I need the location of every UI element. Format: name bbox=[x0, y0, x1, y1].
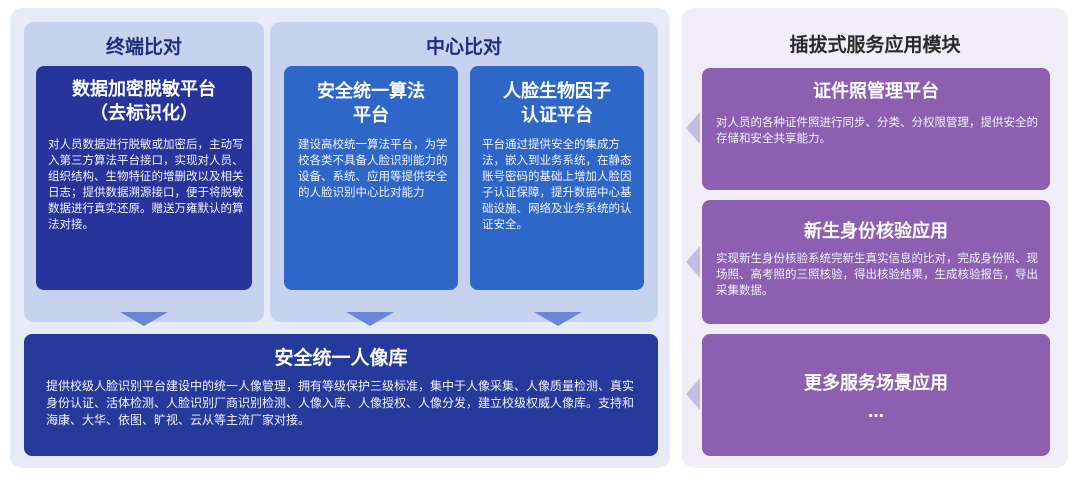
card-subtitle: 认证平台 bbox=[521, 105, 593, 126]
arrow-down-icon bbox=[346, 312, 394, 326]
more-scenarios-card: 更多服务场景应用 … bbox=[702, 334, 1050, 456]
card-subtitle: （去标识化） bbox=[90, 103, 198, 124]
face-factor-auth-card: 人脸生物因子 认证平台 平台通过提供安全的集成方法，嵌入到业务系统，在静态账号密… bbox=[470, 66, 644, 290]
plugin-module-title: 插拔式服务应用模块 bbox=[789, 34, 961, 56]
terminal-group-title: 终端比对 bbox=[105, 36, 182, 58]
id-photo-management-card: 证件照管理平台 对人员的各种证件照进行同步、分类、分权限管理，提供安全的存储和安… bbox=[702, 68, 1050, 190]
center-group-title: 中心比对 bbox=[425, 36, 502, 58]
card-title: 证件照管理平台 bbox=[813, 81, 939, 102]
arrow-left-icon bbox=[686, 378, 700, 410]
arrow-left-icon bbox=[686, 246, 700, 278]
more-ellipsis: … bbox=[868, 402, 884, 421]
arrow-down-icon bbox=[120, 312, 168, 326]
card-title: 更多服务场景应用 bbox=[804, 373, 948, 394]
data-desensitization-card: 数据加密脱敏平台 （去标识化） 对人员数据进行脱敏或加密后，主动写入第三方算法平… bbox=[36, 66, 252, 290]
arrow-left-icon bbox=[686, 112, 700, 144]
card-title: 安全统一算法 bbox=[317, 81, 425, 102]
arrow-down-icon bbox=[534, 312, 582, 326]
freshman-verification-card: 新生身份核验应用 实现新生身份核验系统完新生真实信息的比对，完成身份照、现场照、… bbox=[702, 200, 1050, 324]
card-description: 实现新生身份核验系统完新生真实信息的比对，完成身份照、现场照、高考照的三照核验，… bbox=[716, 251, 1038, 297]
card-description: 对人员的各种证件照进行同步、分类、分权限管理，提供安全的存储和安全共享能力。 bbox=[716, 115, 1038, 145]
card-subtitle: 平台 bbox=[353, 105, 389, 126]
card-description: 平台通过提供安全的集成方法，嵌入到业务系统，在静态账号密码的基础上增加人脸因子认… bbox=[482, 137, 632, 231]
card-description: 建设高校统一算法平台，为学校各类不具备人脸识别能力的设备、系统、应用等提供安全的… bbox=[298, 137, 448, 199]
card-title: 数据加密脱敏平台 bbox=[72, 79, 216, 100]
card-description: 对人员数据进行脱敏或加密后，主动写入第三方算法平台接口，实现对人员、组织结构、生… bbox=[48, 137, 244, 231]
portrait-library-card: 安全统一人像库 提供校级人脸识别平台建设中的统一人像管理，拥有等级保护三级标准，… bbox=[24, 334, 658, 456]
card-title: 新生身份核验应用 bbox=[804, 221, 948, 242]
portrait-library-description: 提供校级人脸识别平台建设中的统一人像管理，拥有等级保护三级标准，集中于人像采集、… bbox=[46, 379, 635, 427]
algorithm-platform-card: 安全统一算法 平台 建设高校统一算法平台，为学校各类不具备人脸识别能力的设备、系… bbox=[284, 66, 458, 290]
card-title: 人脸生物因子 bbox=[503, 81, 611, 102]
portrait-library-title: 安全统一人像库 bbox=[274, 347, 408, 369]
